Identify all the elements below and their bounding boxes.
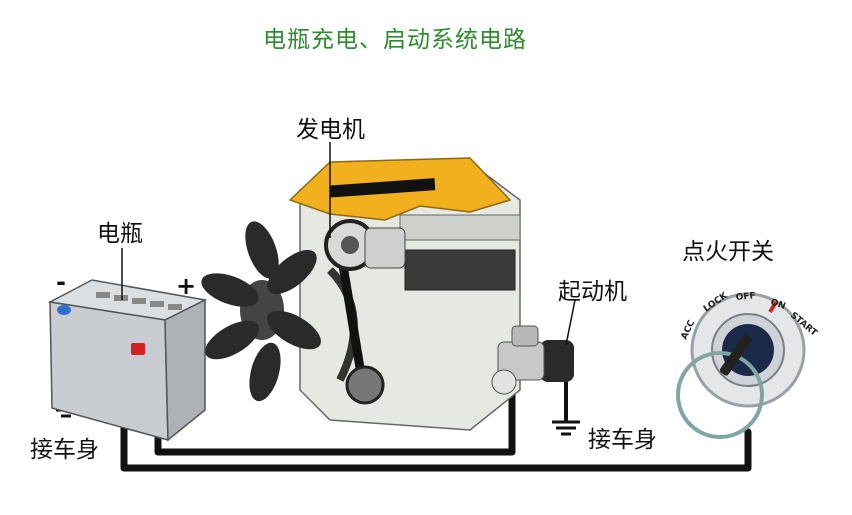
negative-terminal [57,305,71,315]
ignition-switch-label: 点火开关 [682,239,774,265]
ignition-position-on: ON [769,297,787,312]
alternator [324,219,406,405]
negative-sign: - [56,268,66,296]
battery-label: 电瓶 [97,221,143,247]
diagram-title: 电瓶充电、启动系统电路 [263,27,527,53]
positive-sign: + [176,272,197,300]
ground-label-battery: 接车身 [30,437,99,463]
ignition-position-off: OFF [735,291,756,303]
ignition-switch [676,292,806,439]
alternator-label: 发电机 [296,117,365,143]
battery [47,279,208,442]
cooling-fan [201,221,321,402]
ground-label-starter: 接车身 [588,427,657,453]
positive-terminal [131,343,145,355]
starter-motor [491,325,574,395]
ground-symbol-starter [552,420,580,436]
starter-pointer [565,299,576,346]
engine-block [288,157,521,431]
label-pointers [121,142,576,346]
starter-label: 起动机 [558,279,627,305]
